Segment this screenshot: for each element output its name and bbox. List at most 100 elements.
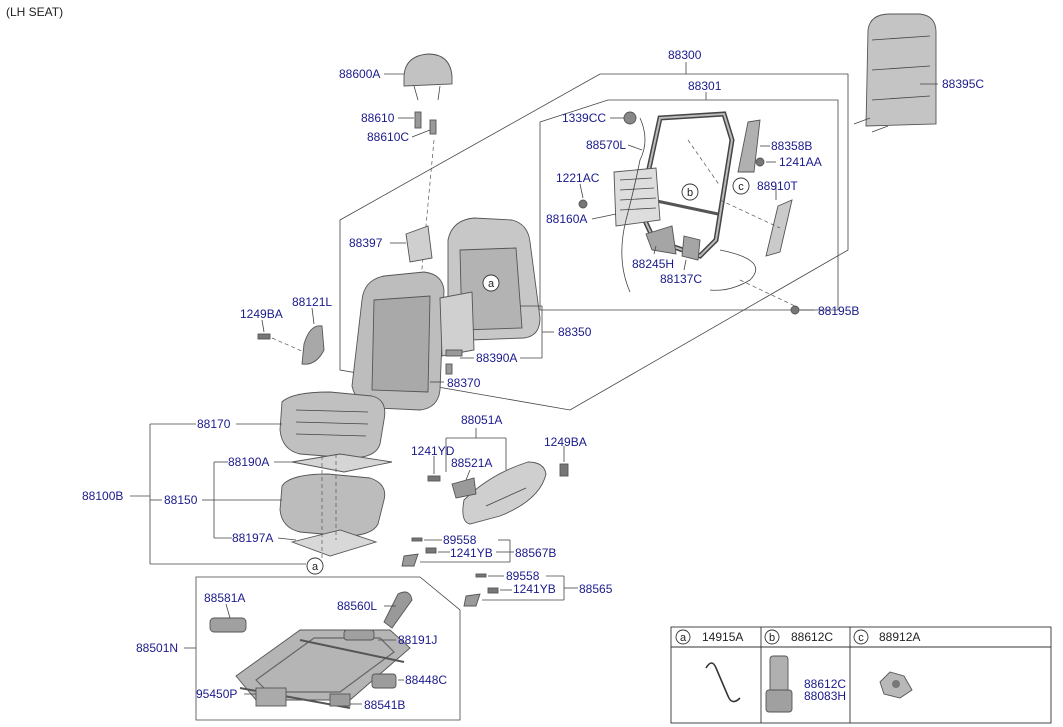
label-88137C: 88137C: [660, 272, 702, 286]
side-cover-part[interactable]: [301, 325, 325, 365]
lumbar-support-part[interactable]: [613, 167, 661, 227]
label-88195B: 88195B: [818, 304, 859, 318]
label-88581A: 88581A: [204, 591, 245, 605]
label-88610: 88610: [361, 111, 395, 125]
label-88448C: 88448C: [405, 673, 447, 687]
label-88610C: 88610C: [367, 130, 409, 144]
svg-text:c: c: [738, 181, 744, 193]
legend-label-88083H: 88083H: [804, 689, 846, 703]
legend-table: a 14915A b 88612C 88612C 88083H c 88912A: [670, 626, 1052, 724]
headrest-part[interactable]: [403, 53, 453, 101]
cushion-heater-part[interactable]: [291, 453, 393, 473]
leader-lines: [130, 62, 938, 705]
wire-clip-part: [705, 662, 741, 703]
seatback-clip-part[interactable]: [445, 349, 463, 375]
headrest-cover-part[interactable]: [405, 225, 433, 263]
label-88301: 88301: [688, 79, 722, 93]
label-88390A: 88390A: [476, 351, 517, 365]
cushion-cover-part[interactable]: [279, 391, 386, 459]
label-88350: 88350: [558, 325, 592, 339]
seat-track-group-frame: [195, 576, 461, 721]
label-88051A: 88051A: [461, 413, 502, 427]
label-88501N: 88501N: [136, 641, 178, 655]
label-88197A: 88197A: [232, 531, 273, 545]
legend-part-88612C: 88612C: [791, 630, 833, 644]
seatback-frame-subgroup: [539, 99, 839, 311]
svg-text:a: a: [680, 632, 687, 644]
recliner-part[interactable]: [645, 225, 701, 261]
label-88570L: 88570L: [586, 138, 626, 152]
seatback-assembly-frame: [339, 73, 849, 411]
side-airbag-part[interactable]: [765, 199, 793, 257]
lumbar-motor-part: [765, 655, 793, 713]
cushion-mat-part[interactable]: [290, 529, 378, 557]
label-88191J: 88191J: [398, 633, 437, 647]
label-88521A: 88521A: [451, 456, 492, 470]
label-88600A: 88600A: [339, 67, 380, 81]
side-bolt-part[interactable]: [257, 333, 271, 340]
legend-cell-b[interactable]: b 88612C 88612C 88083H: [764, 629, 846, 713]
track-connector-part[interactable]: [329, 693, 351, 707]
height-adjuster-part[interactable]: [383, 591, 413, 629]
label-88245H: 88245H: [632, 257, 674, 271]
headrest-guide-part[interactable]: [414, 111, 437, 135]
label-88370: 88370: [447, 376, 481, 390]
svg-text:a: a: [488, 278, 495, 290]
clip-part[interactable]: [411, 537, 487, 578]
callout-a-upper[interactable]: a: [482, 274, 500, 292]
label-95450P: 95450P: [196, 687, 237, 701]
label-88910T: 88910T: [757, 179, 798, 193]
label-88170: 88170: [197, 417, 231, 431]
cushion-pad-part[interactable]: [279, 473, 386, 537]
legend-cell-a[interactable]: a 14915A: [675, 629, 743, 703]
diagram-title: (LH SEAT): [6, 5, 63, 19]
label-88100B: 88100B: [82, 489, 123, 503]
label-88160A: 88160A: [546, 212, 587, 226]
svg-text:b: b: [769, 632, 775, 644]
part-labels: 88600A 88610 88610C 88300 88301 88395C 1…: [82, 48, 984, 712]
track-cover-part[interactable]: [401, 553, 481, 607]
side-bracket-part[interactable]: [737, 119, 761, 173]
label-1339CC: 1339CC: [562, 111, 606, 125]
frame-bolt-part[interactable]: [578, 157, 800, 315]
label-1241YD: 1241YD: [411, 444, 455, 458]
legend-part-88912A: 88912A: [879, 630, 920, 644]
callout-a-lower[interactable]: a: [306, 557, 324, 575]
legend-cell-c[interactable]: c 88912A: [853, 629, 920, 699]
label-88560L: 88560L: [337, 599, 377, 613]
callout-b-upper[interactable]: b: [681, 183, 699, 201]
track-switch-part[interactable]: [343, 629, 375, 641]
svg-text:a: a: [312, 561, 319, 573]
label-88358B: 88358B: [771, 139, 812, 153]
label-88565: 88565: [579, 582, 613, 596]
label-88541B: 88541B: [364, 698, 405, 712]
label-1241YB-lower: 1241YB: [513, 582, 556, 596]
seatback-board-part[interactable]: [853, 13, 937, 133]
svg-text:c: c: [858, 632, 864, 644]
seatback-cover-part[interactable]: [351, 271, 445, 411]
track-actuator-part[interactable]: [371, 673, 397, 689]
seat-module-part[interactable]: [255, 687, 287, 707]
label-88121L: 88121L: [292, 295, 332, 309]
label-1221AC: 1221AC: [556, 171, 600, 185]
label-88567B: 88567B: [515, 546, 556, 560]
seatback-panel-part[interactable]: [439, 291, 475, 357]
side-shield-part[interactable]: [462, 461, 547, 525]
label-1241YB-upper: 1241YB: [450, 546, 493, 560]
wire-harness-part[interactable]: [621, 117, 756, 293]
cover-screw-part[interactable]: [425, 547, 499, 594]
svg-text:b: b: [687, 187, 693, 199]
shield-switch-part[interactable]: [451, 477, 477, 499]
frame-nut-part[interactable]: [623, 111, 637, 125]
label-89558-upper: 89558: [443, 533, 477, 547]
label-88300: 88300: [668, 48, 702, 62]
label-88150: 88150: [164, 493, 198, 507]
shield-screw-part[interactable]: [427, 463, 569, 482]
callout-c-upper[interactable]: c: [732, 177, 750, 195]
track-motor-part[interactable]: [209, 617, 247, 633]
label-88190A: 88190A: [228, 455, 269, 469]
label-88397: 88397: [349, 236, 383, 250]
label-1249BA-upper: 1249BA: [240, 307, 283, 321]
label-88395C: 88395C: [942, 77, 984, 91]
